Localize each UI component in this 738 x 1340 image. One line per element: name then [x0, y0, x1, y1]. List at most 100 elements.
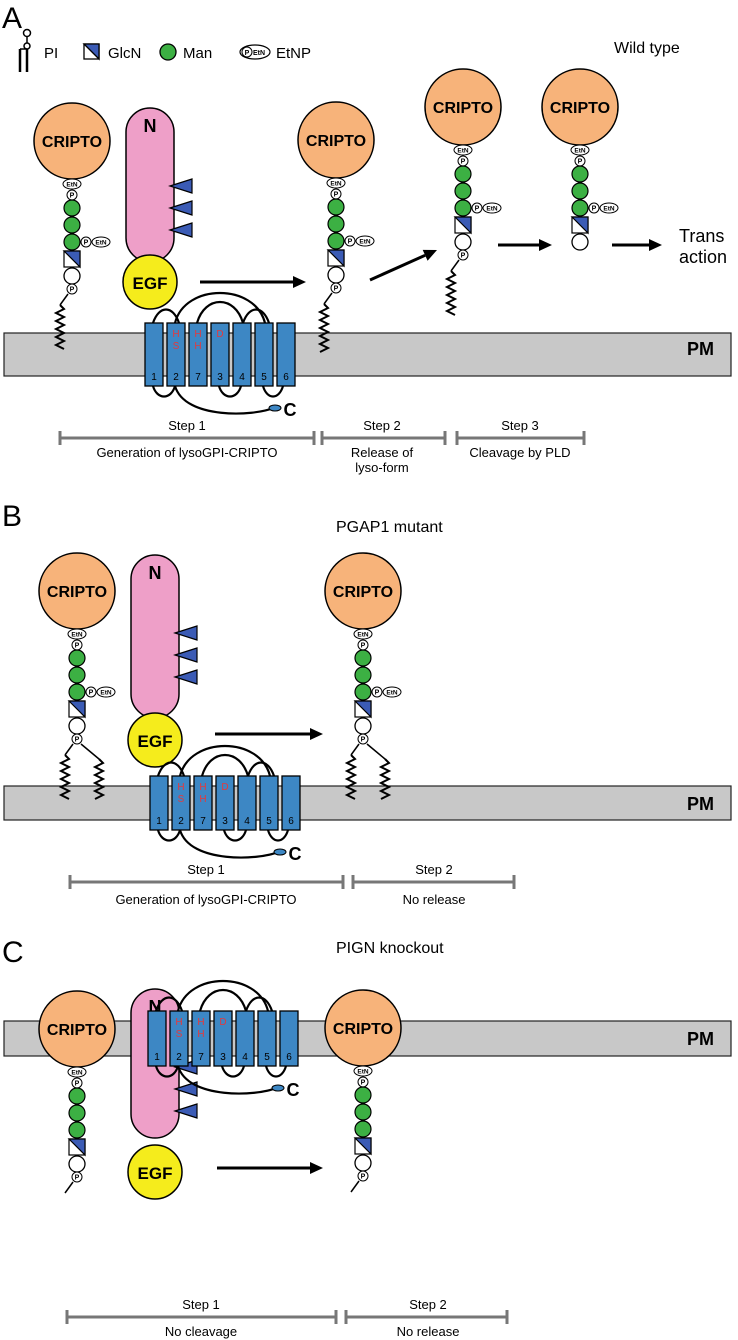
residue-label: H [194, 329, 201, 340]
glycan-triangle-icon [168, 200, 193, 216]
glycan-triangle-icon [173, 647, 198, 663]
cytoplasmic-loop [173, 292, 267, 324]
tm-helix [147, 1010, 167, 1067]
tm-helix [191, 1010, 211, 1067]
etn-icon [599, 202, 619, 214]
mannose-icon [354, 1086, 372, 1104]
mannose-icon [354, 649, 372, 667]
condition-pgap1-mutant: PGAP1 mutant [336, 519, 443, 536]
arrow-shaft [369, 253, 426, 282]
residue-label: D [216, 329, 223, 340]
tm-helix-number: 1 [156, 816, 162, 827]
c-terminus-label: C [287, 1080, 300, 1100]
tm-helix-number: 7 [200, 816, 206, 827]
etn-label: EtN [457, 148, 469, 155]
etn-label: EtN [95, 240, 107, 247]
inositol-icon [454, 233, 472, 251]
inositol-icon [327, 266, 345, 284]
lipid-chain [53, 304, 67, 350]
mannose-icon [354, 1120, 372, 1138]
cytoplasmic-loop [200, 753, 250, 777]
tm-helix-number: 2 [176, 1052, 182, 1063]
c-terminal-end [268, 404, 282, 412]
phosphate-label: P [89, 690, 94, 697]
mannose-icon [454, 165, 472, 183]
step-title: Step 3 [501, 418, 539, 433]
etn-label: EtN [386, 690, 398, 697]
lipid-chain [344, 754, 358, 800]
c-terminal-tail [176, 1065, 277, 1095]
cripto-label: CRIPTO [333, 1021, 393, 1038]
phosphate-icon [85, 686, 97, 698]
etn-icon [67, 628, 87, 640]
phosphate-icon [457, 249, 469, 261]
tm-helix [210, 322, 230, 387]
glcn-icon [453, 216, 472, 235]
panel-letter-b: B [2, 500, 22, 533]
tm-helix-number: 7 [195, 372, 201, 383]
plasma-membrane [3, 785, 732, 821]
phosphate-icon [357, 1170, 369, 1182]
phosphate-label: P [348, 239, 353, 246]
tm-helix [171, 775, 191, 831]
glycerol [64, 1181, 74, 1194]
egf-label: EGF [133, 274, 168, 293]
residue-label: H [199, 794, 206, 805]
residue-label: H [194, 341, 201, 352]
step-title: Step 1 [168, 418, 206, 433]
phosphate-icon [71, 733, 83, 745]
step-title: Step 1 [182, 1297, 220, 1312]
etn-icon [67, 1066, 87, 1078]
phosphate-icon [71, 1171, 83, 1183]
tm-helix [193, 775, 213, 831]
glycerol [80, 743, 100, 760]
step-title: Step 2 [415, 862, 453, 877]
phosphate-label: P [361, 1080, 366, 1087]
cripto-label: CRIPTO [550, 100, 610, 117]
phosphate-label: P [334, 192, 339, 199]
etn-label: EtN [357, 1069, 369, 1076]
tm-helix [259, 775, 279, 831]
c-terminus-label: C [289, 844, 302, 864]
etn-label: EtN [330, 181, 342, 188]
residue-label: S [173, 341, 180, 352]
svg-text:P: P [245, 50, 250, 57]
mannose-icon [354, 1103, 372, 1121]
mannose-icon [68, 666, 86, 684]
phosphate-icon [344, 235, 356, 247]
residue-label: H [199, 782, 206, 793]
glycan-triangle-icon [173, 1081, 198, 1097]
luminal-loop [261, 385, 285, 398]
residue-label: H [172, 329, 179, 340]
step-desc: Generation of lysoGPI-CRIPTO [96, 445, 277, 460]
glycan-triangle-icon [173, 669, 198, 685]
tm-helix-number: 4 [242, 1052, 248, 1063]
arrow-head [422, 249, 437, 261]
step-desc: Release of [351, 445, 414, 460]
tm-helix [213, 1010, 233, 1067]
inositol-icon [63, 267, 81, 285]
etnp-legend-icon: P EtN [239, 44, 271, 60]
tm-helix [279, 1010, 299, 1067]
step-title: Step 2 [363, 418, 401, 433]
tm-helix [257, 1010, 277, 1067]
phosphate-icon [80, 236, 92, 248]
pm-label: PM [687, 794, 714, 814]
egf-domain [127, 712, 183, 768]
etn-icon [96, 686, 116, 698]
mannose-icon [68, 1087, 86, 1105]
tm-helix-number: 6 [283, 372, 289, 383]
residue-label: S [178, 794, 185, 805]
mannose-icon [68, 1121, 86, 1139]
luminal-loop [154, 1065, 180, 1078]
tm-helix-number: 7 [198, 1052, 204, 1063]
cytoplasmic-loop [151, 308, 181, 324]
arrow-head [310, 728, 323, 740]
luminal-loop [220, 1065, 246, 1078]
cytoplasmic-loop [246, 761, 276, 777]
cripto-label: CRIPTO [42, 134, 102, 151]
residue-label: H [177, 782, 184, 793]
